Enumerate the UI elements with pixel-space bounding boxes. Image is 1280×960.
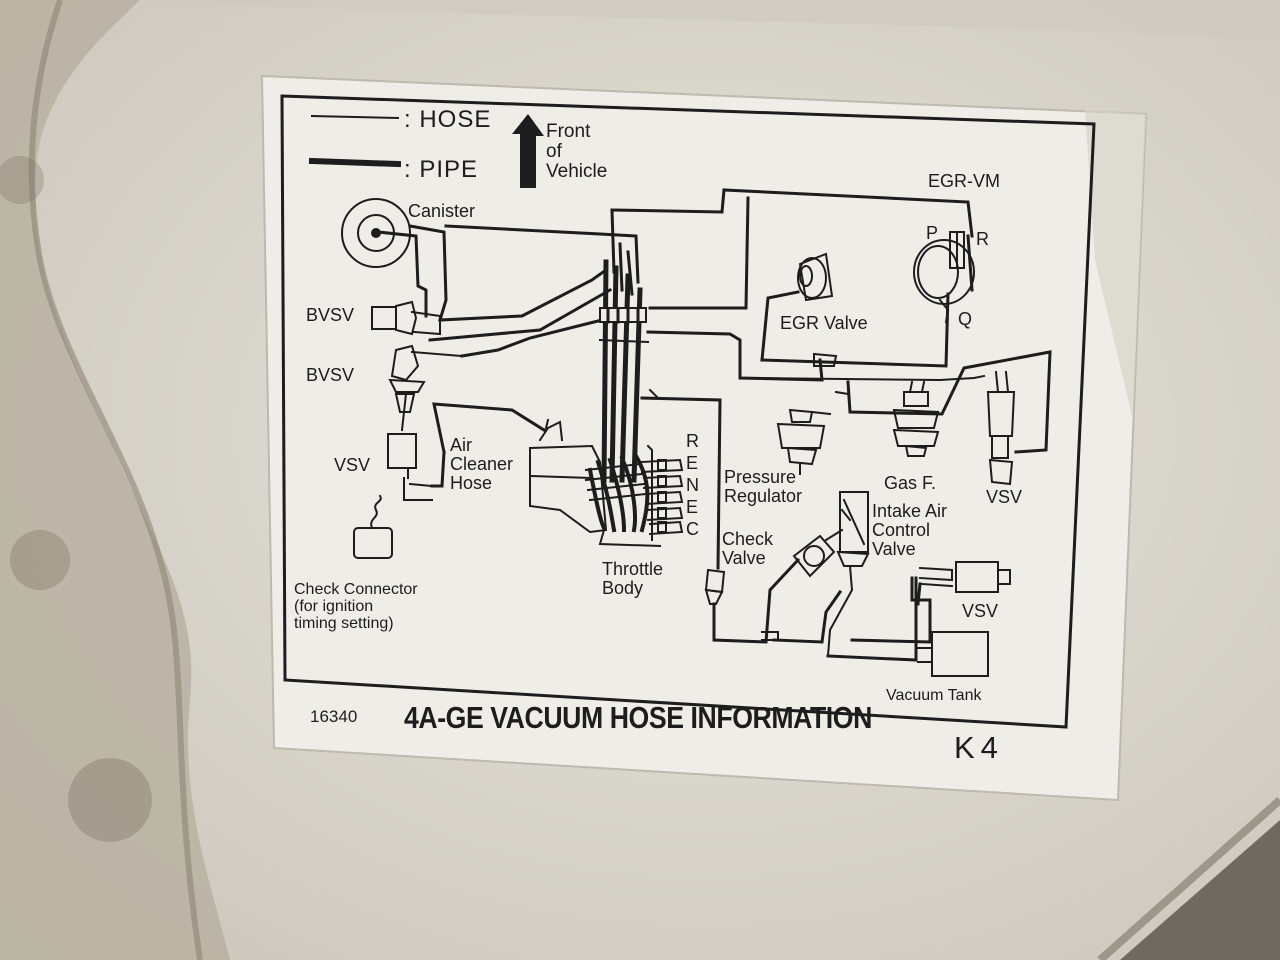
bvsv-upper-icon bbox=[371, 300, 441, 336]
egr-vm-label: EGR-VM bbox=[928, 171, 1000, 191]
canister-label: Canister bbox=[408, 201, 476, 221]
vsv-right-icon bbox=[986, 370, 1016, 486]
check-valve-icon bbox=[792, 528, 844, 578]
part-code: 16340 bbox=[310, 707, 358, 726]
port-e2-label: E bbox=[686, 497, 699, 517]
label-paper bbox=[260, 74, 1148, 802]
throttle-body-hoses bbox=[587, 453, 650, 533]
hose-legend-label: : HOSE bbox=[404, 106, 492, 133]
bvsv-lower-icon bbox=[388, 344, 464, 413]
egr-vm-icon bbox=[913, 231, 975, 324]
pipe-legend-label: : PIPE bbox=[404, 156, 479, 183]
gas-filter-icon bbox=[892, 380, 940, 457]
port-q-label: Q bbox=[958, 309, 973, 329]
port-n-label: N bbox=[686, 475, 699, 495]
label-title: 4A-GE VACUUM HOSE INFORMATION bbox=[404, 700, 872, 735]
vsv-left-icon bbox=[387, 433, 434, 501]
port-e-label: E bbox=[686, 453, 699, 473]
gas-filter-label: Gas F. bbox=[884, 473, 937, 493]
intake-air-control-valve-icon bbox=[826, 491, 870, 658]
pressure-regulator-label: Pressure Regulator bbox=[724, 467, 803, 506]
bvsv-upper-label: BVSV bbox=[306, 305, 355, 325]
diagram-border bbox=[280, 94, 1096, 729]
vsv-lower-icon bbox=[918, 561, 1011, 593]
vsv-left-label: VSV bbox=[334, 455, 371, 475]
intake-air-control-valve-label: Intake Air Control Valve bbox=[872, 501, 948, 559]
check-valve-lower-icon bbox=[704, 568, 726, 605]
bvsv-lower-label: BVSV bbox=[306, 365, 355, 385]
front-of-vehicle-label: Front of Vehicle bbox=[546, 121, 608, 182]
vacuum-tank-icon bbox=[917, 631, 989, 677]
port-c-label: C bbox=[686, 519, 699, 539]
front-arrow-icon bbox=[512, 114, 544, 188]
check-connector-icon bbox=[353, 494, 393, 559]
egr-valve-label: EGR Valve bbox=[780, 313, 868, 333]
throttle-body-ports bbox=[640, 458, 684, 536]
port-p-label: P bbox=[926, 223, 939, 243]
egr-valve-icon bbox=[797, 252, 834, 302]
vsv-right-label: VSV bbox=[986, 487, 1023, 507]
air-cleaner-hose-label: Air Cleaner Hose bbox=[450, 435, 514, 493]
vacuum-tank-label: Vacuum Tank bbox=[886, 687, 982, 704]
port-r2-label: R bbox=[976, 229, 989, 249]
pipe-legend-line bbox=[308, 157, 402, 168]
check-connector-label: Check Connector (for ignition timing set… bbox=[294, 581, 418, 632]
label-suffix: K4 bbox=[954, 730, 1004, 765]
air-cleaner-hose-icon bbox=[529, 444, 608, 534]
hose-legend-line bbox=[310, 114, 400, 120]
throttle-body-label: Throttle Body bbox=[602, 559, 664, 598]
port-r-label: R bbox=[686, 431, 699, 451]
vsv-lower-label: VSV bbox=[962, 601, 999, 621]
pressure-regulator-icon bbox=[776, 408, 826, 475]
check-valve-label: Check Valve bbox=[722, 529, 774, 568]
